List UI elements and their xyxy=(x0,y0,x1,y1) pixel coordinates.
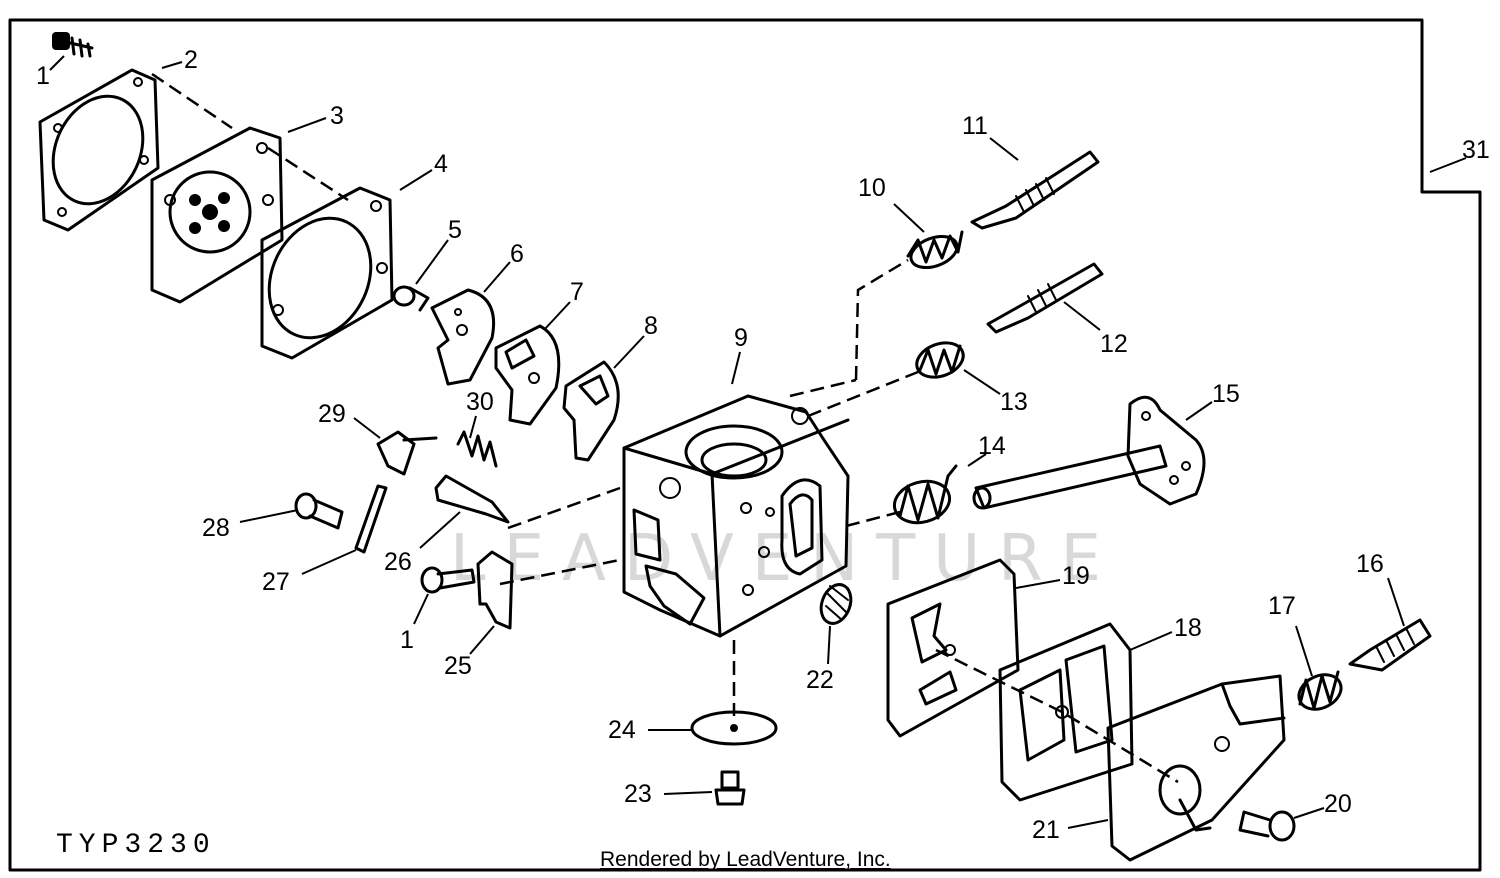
part-21-pump-cover xyxy=(1106,674,1286,862)
part-11-needle-screw xyxy=(970,150,1100,230)
callout-5: 5 xyxy=(448,216,462,244)
part-26-inlet-needle xyxy=(434,474,510,524)
callout-27: 27 xyxy=(262,568,290,596)
callout-23: 23 xyxy=(624,780,652,808)
part-15-throttle-shaft xyxy=(972,395,1206,510)
part-24-disc xyxy=(690,710,778,746)
part-2-cover xyxy=(38,68,160,232)
callout-28: 28 xyxy=(202,514,230,542)
part-5-plug xyxy=(392,285,430,312)
kit-border xyxy=(8,18,1482,872)
callout-12: 12 xyxy=(1100,330,1128,358)
part-7-plate xyxy=(494,324,561,426)
part-16-screw xyxy=(1348,618,1432,672)
callout-6: 6 xyxy=(510,240,524,268)
figure-code: TYP3230 xyxy=(56,830,216,861)
part-1-screw-top xyxy=(52,32,94,58)
callout-18: 18 xyxy=(1174,614,1202,642)
part-14-spring xyxy=(892,464,958,525)
callout-31: 31 xyxy=(1462,136,1490,164)
part-22-screen xyxy=(819,583,853,625)
callout-4: 4 xyxy=(434,150,448,178)
callout-7: 7 xyxy=(570,278,584,306)
callout-21: 21 xyxy=(1032,816,1060,844)
part-28-screw xyxy=(294,492,344,530)
part-18-gasket xyxy=(998,622,1134,802)
callout-3: 3 xyxy=(330,102,344,130)
callout-26: 26 xyxy=(384,548,412,576)
part-13-spring xyxy=(915,341,965,379)
part-1-screw-lower xyxy=(420,566,476,594)
callout-10: 10 xyxy=(858,174,886,202)
callout-8: 8 xyxy=(644,312,658,340)
part-12-needle-screw xyxy=(986,262,1104,334)
callout-9: 9 xyxy=(734,324,748,352)
callout-24: 24 xyxy=(608,716,636,744)
callout-30: 30 xyxy=(466,388,494,416)
part-25-clip xyxy=(476,550,514,630)
callout-29: 29 xyxy=(318,400,346,428)
callout-16: 16 xyxy=(1356,550,1384,578)
callout-15: 15 xyxy=(1212,380,1240,408)
part-30-spring xyxy=(456,430,498,468)
part-6-lever xyxy=(430,288,496,386)
callout-1: 1 xyxy=(36,62,50,90)
callout-25: 25 xyxy=(444,652,472,680)
callout-11: 11 xyxy=(962,112,988,140)
callout-22: 22 xyxy=(806,666,834,694)
watermark: LEADVENTURE xyxy=(450,522,1119,596)
part-23-screw xyxy=(714,770,746,806)
callout-17: 17 xyxy=(1268,592,1296,620)
part-27-pin xyxy=(354,484,388,554)
callout-1-lower: 1 xyxy=(400,626,414,654)
part-3-diaphragm-plate xyxy=(150,126,284,304)
credit-line: Rendered by LeadVenture, Inc. xyxy=(600,848,891,871)
callout-19: 19 xyxy=(1062,562,1090,590)
part-10-spring xyxy=(906,230,964,270)
callout-20: 20 xyxy=(1324,790,1352,818)
part-29-lever xyxy=(376,430,438,476)
callout-13: 13 xyxy=(1000,388,1028,416)
part-20-screw xyxy=(1238,810,1296,842)
part-9-carburetor-body xyxy=(622,394,850,638)
callout-14: 14 xyxy=(978,432,1006,460)
callout-2: 2 xyxy=(184,46,198,74)
part-4-gasket xyxy=(260,186,394,360)
part-8-gasket xyxy=(562,360,620,462)
part-17-spring xyxy=(1297,670,1343,711)
part-19-diaphragm xyxy=(886,558,1020,738)
